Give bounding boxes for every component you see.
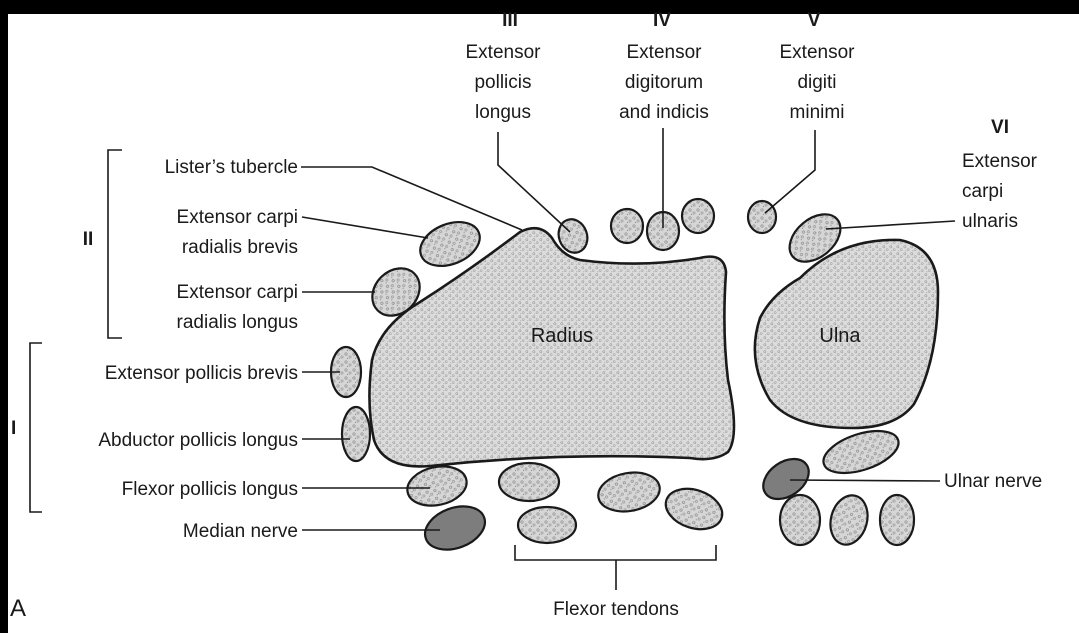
label-extensor-pollicis-longus: Extensor pollicis longus — [466, 42, 542, 123]
flexor-tendon-6 — [780, 495, 820, 545]
flexor-tendon-7 — [825, 491, 873, 549]
bracket-flexor-tendons — [515, 545, 716, 560]
ulna-label: Ulna — [819, 325, 861, 347]
top-frame-border — [0, 0, 1079, 14]
label-line: Extensor carpi — [177, 282, 298, 303]
label-line: Extensor carpi — [177, 207, 298, 228]
label-extensor-pollicis-brevis: Extensor pollicis brevis — [105, 363, 298, 384]
label-extensor-carpi-ulnaris: Extensor carpi ulnaris — [962, 151, 1038, 232]
label-median-nerve: Median nerve — [183, 521, 298, 542]
label-flexor-tendons: Flexor tendons — [553, 599, 679, 620]
compartment-v-label: V — [808, 10, 821, 31]
bracket-compartment-ii — [108, 150, 122, 338]
label-line: radialis brevis — [182, 237, 298, 258]
flexor-tendon-4 — [661, 482, 728, 536]
left-frame-border — [0, 0, 8, 633]
leader-ulnar-nerve — [790, 480, 940, 481]
flexor-tendon-2 — [518, 507, 576, 543]
label-line: Extensor — [962, 151, 1038, 172]
label-line: digiti — [797, 72, 836, 93]
label-line: longus — [475, 102, 531, 123]
flexor-tendon-5 — [818, 423, 903, 481]
label-line: Extensor — [627, 42, 703, 63]
compartment-iv-label: IV — [653, 10, 671, 31]
label-line: pollicis — [474, 72, 531, 93]
radius-label: Radius — [531, 325, 593, 347]
label-line: carpi — [962, 181, 1003, 202]
leader-edm — [765, 130, 815, 213]
compartment-i-label: I — [11, 418, 16, 439]
label-line: Extensor — [466, 42, 542, 63]
label-ulnar-nerve: Ulnar nerve — [944, 471, 1042, 492]
tendon-edi-3 — [682, 199, 714, 233]
compartment-vi-label: VI — [991, 117, 1009, 138]
label-flexor-pollicis-longus: Flexor pollicis longus — [122, 479, 298, 500]
label-line: ulnaris — [962, 211, 1018, 232]
leader-epl — [498, 132, 570, 232]
label-extensor-digitorum-and-indicis: Extensor digitorum and indicis — [619, 42, 709, 123]
label-extensor-carpi-radialis-brevis: Extensor carpi radialis brevis — [177, 207, 298, 258]
leader-listers-tubercle — [301, 167, 522, 230]
flexor-tendon-1 — [499, 463, 559, 501]
tendon-apl — [342, 407, 370, 461]
panel-letter: A — [10, 595, 26, 622]
label-listers-tubercle: Lister’s tubercle — [165, 157, 298, 178]
label-line: digitorum — [625, 72, 703, 93]
compartment-iii-label: III — [502, 10, 518, 31]
label-extensor-digiti-minimi: Extensor digiti minimi — [780, 42, 856, 123]
flexor-tendon-3 — [595, 468, 663, 516]
tendon-edm — [748, 201, 776, 233]
leader-ecu — [826, 221, 955, 229]
leader-ecrb — [302, 217, 428, 238]
label-abductor-pollicis-longus: Abductor pollicis longus — [98, 430, 298, 451]
tendon-edi-1 — [611, 209, 643, 243]
radius-bone — [369, 228, 734, 466]
label-line: Extensor — [780, 42, 856, 63]
flexor-tendon-8 — [880, 495, 914, 545]
median-nerve — [419, 499, 491, 558]
tendon-fpl — [404, 461, 471, 511]
label-line: minimi — [790, 102, 845, 123]
bracket-compartment-i — [30, 343, 42, 512]
label-line: and indicis — [619, 102, 709, 123]
label-line: radialis longus — [177, 312, 298, 333]
label-extensor-carpi-radialis-longus: Extensor carpi radialis longus — [177, 282, 298, 333]
compartment-ii-label: II — [83, 229, 94, 250]
